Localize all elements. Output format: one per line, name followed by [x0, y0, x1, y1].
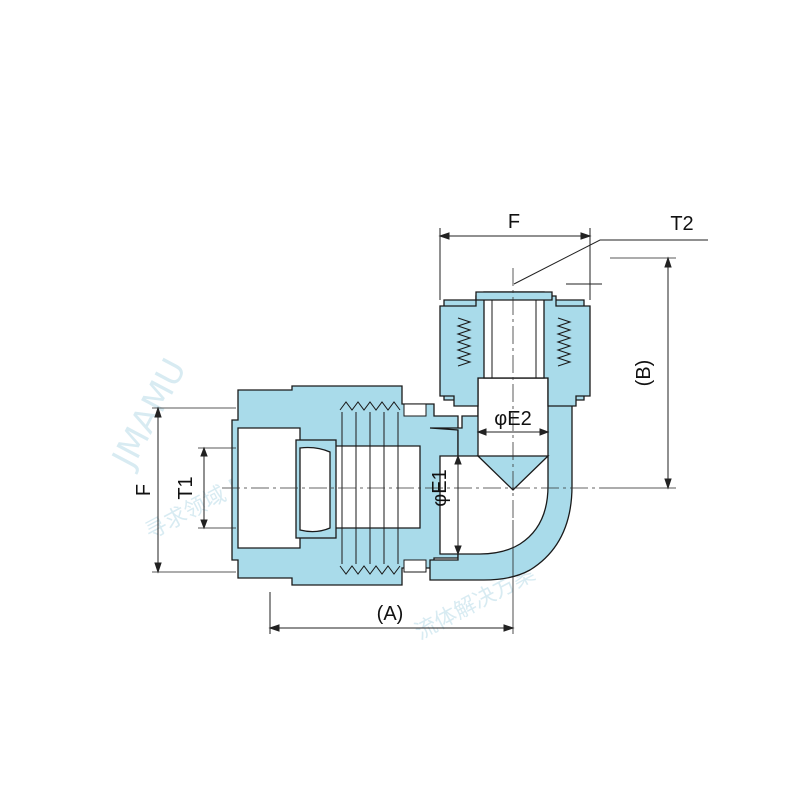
label-side-thread: T1 [175, 476, 197, 499]
label-top-width: F [508, 211, 520, 233]
label-right-height: (B) [633, 360, 655, 387]
left-insert-face [299, 446, 331, 533]
label-side-bore: φE1 [429, 469, 451, 506]
label-bottom-length: (A) [377, 603, 404, 625]
centerlines [222, 268, 600, 520]
watermark-brand: JMAMU [104, 352, 195, 476]
label-top-bore: φE2 [494, 408, 531, 430]
dimensions [152, 228, 708, 634]
fitting-body [231, 291, 591, 586]
top-sleeve [483, 291, 545, 379]
label-top-thread: T2 [670, 213, 693, 235]
top-springs [456, 317, 572, 367]
label-left-height: F [133, 484, 155, 496]
